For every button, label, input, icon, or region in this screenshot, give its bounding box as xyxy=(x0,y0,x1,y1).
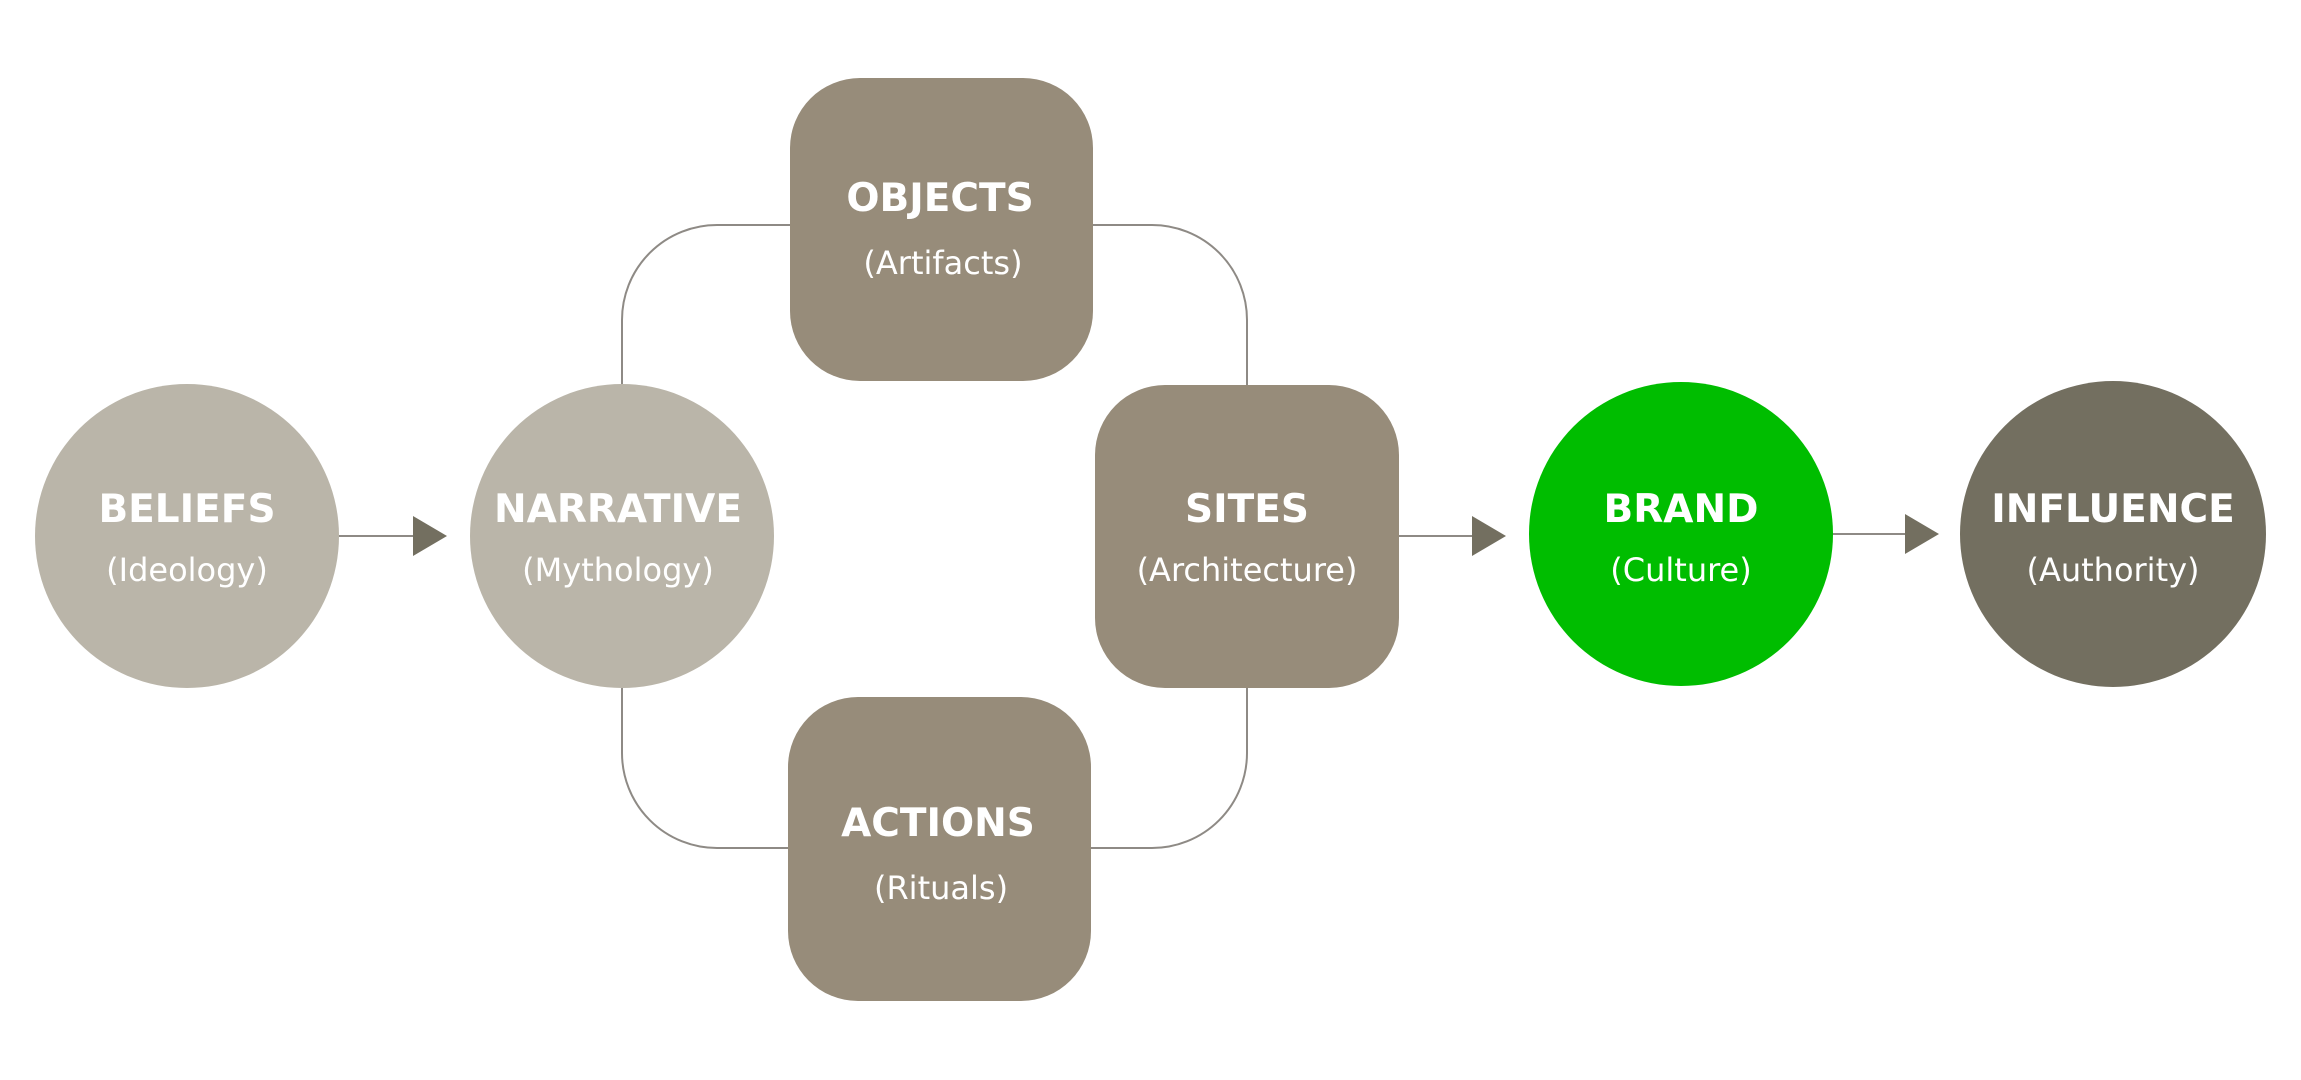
node-influence-subtitle: (Authority) xyxy=(2026,551,2199,589)
node-brand: BRAND (Culture) xyxy=(1529,382,1833,686)
node-actions: ACTIONS (Rituals) xyxy=(788,697,1091,1001)
arrow-brand-influence xyxy=(1833,514,1939,554)
arrow-head xyxy=(413,516,447,556)
node-sites-title: SITES xyxy=(1185,487,1309,532)
node-actions-subtitle: (Rituals) xyxy=(874,869,1008,907)
node-sites-shape xyxy=(1095,385,1399,688)
node-sites: SITES (Architecture) xyxy=(1095,385,1399,688)
node-objects: OBJECTS (Artifacts) xyxy=(790,78,1093,381)
arrow-head xyxy=(1472,516,1506,556)
node-actions-title: ACTIONS xyxy=(841,801,1035,846)
node-influence-shape xyxy=(1960,381,2266,687)
arrow-sites-brand xyxy=(1399,516,1506,556)
node-objects-subtitle: (Artifacts) xyxy=(863,244,1022,282)
node-beliefs: BELIEFS (Ideology) xyxy=(35,384,339,688)
node-beliefs-shape xyxy=(35,384,339,688)
node-narrative-title: NARRATIVE xyxy=(494,487,742,532)
node-narrative-shape xyxy=(470,384,774,688)
node-beliefs-title: BELIEFS xyxy=(98,487,275,532)
node-objects-title: OBJECTS xyxy=(846,176,1033,221)
node-objects-shape xyxy=(790,78,1093,381)
connector-actions-sites xyxy=(1091,688,1248,849)
node-actions-shape xyxy=(788,697,1091,1001)
connector-narrative-objects xyxy=(621,224,790,385)
arrow-beliefs-narrative xyxy=(339,516,447,556)
node-brand-shape xyxy=(1529,382,1833,686)
node-narrative-subtitle: (Mythology) xyxy=(522,551,714,589)
connector-narrative-actions xyxy=(621,688,788,849)
node-brand-title: BRAND xyxy=(1604,487,1759,532)
node-sites-subtitle: (Architecture) xyxy=(1137,551,1358,589)
node-brand-subtitle: (Culture) xyxy=(1610,551,1751,589)
arrow-head xyxy=(1905,514,1939,554)
node-influence-title: INFLUENCE xyxy=(1991,487,2234,532)
node-beliefs-subtitle: (Ideology) xyxy=(106,551,268,589)
connector-objects-sites xyxy=(1093,224,1248,385)
node-narrative: NARRATIVE (Mythology) xyxy=(470,384,774,688)
node-influence: INFLUENCE (Authority) xyxy=(1960,381,2266,687)
